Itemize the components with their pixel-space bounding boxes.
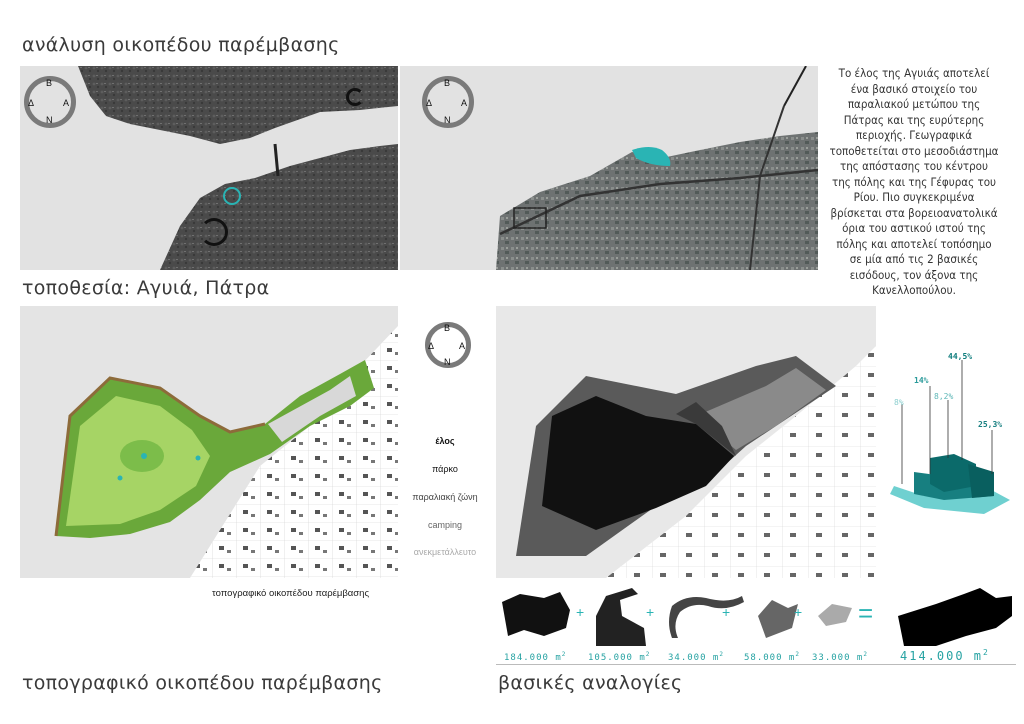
site-marker-icon xyxy=(223,187,241,205)
equals-icon: = xyxy=(858,598,874,628)
pct-label: 8% xyxy=(894,398,904,407)
area-shapes xyxy=(496,586,1016,656)
regional-satellite-map: Β Α Ν Δ xyxy=(20,66,398,270)
location-heading: τοποθεσία: Αγυιά, Πάτρα xyxy=(22,277,270,299)
site-target-icon xyxy=(200,218,228,246)
map-caption: τοπογραφικό οικοπέδου παρέμβασης xyxy=(212,588,370,599)
proportion-chart: 8% 14% 8,2% 44,5% 25,3% xyxy=(884,346,1016,526)
legend-item: ανεκμετάλλευτο xyxy=(413,547,477,557)
plus-icon: + xyxy=(576,604,585,620)
legend-item: camping xyxy=(427,520,463,530)
plus-icon: + xyxy=(722,604,731,620)
site-description: Το έλος της Αγυιάς αποτελεί ένα βασικό σ… xyxy=(829,66,999,297)
pct-label: 8,2% xyxy=(934,392,954,401)
divider xyxy=(496,664,1016,665)
legend-item: έλος xyxy=(435,436,455,446)
pct-label: 14% xyxy=(914,376,929,385)
area-label: 33.000 m2 xyxy=(812,651,868,663)
legend-item: πάρκο xyxy=(432,464,458,474)
plus-icon: + xyxy=(794,604,803,620)
city-satellite-map: Β Α Ν Δ xyxy=(400,66,818,270)
legend-item: παραλιακή ζώνη xyxy=(412,492,478,502)
area-label: 34.000 m2 xyxy=(668,651,724,663)
compass-icon: Β Α Ν Δ xyxy=(425,322,471,368)
topographic-plan xyxy=(20,306,398,578)
area-label: 105.000 m2 xyxy=(588,651,651,663)
compass-icon: Β Α Ν Δ xyxy=(422,76,474,128)
plus-icon: + xyxy=(646,604,655,620)
pct-label: 44,5% xyxy=(948,352,973,361)
pct-label: 25,3% xyxy=(978,420,1003,429)
total-area-label: 414.000 m2 xyxy=(900,648,990,663)
proportions-heading: βασικές αναλογίες xyxy=(498,672,683,694)
page-title: ανάλυση οικοπέδου παρέμβασης xyxy=(22,34,340,56)
topographic-heading: τοπογραφικό οικοπέδου παρέμβασης xyxy=(22,672,383,694)
area-label: 184.000 m2 xyxy=(504,651,567,663)
bridge-marker-icon xyxy=(346,88,364,106)
zoning-plan xyxy=(496,306,876,578)
compass-icon: Β Α Ν Δ xyxy=(24,76,76,128)
area-label: 58.000 m2 xyxy=(744,651,800,663)
